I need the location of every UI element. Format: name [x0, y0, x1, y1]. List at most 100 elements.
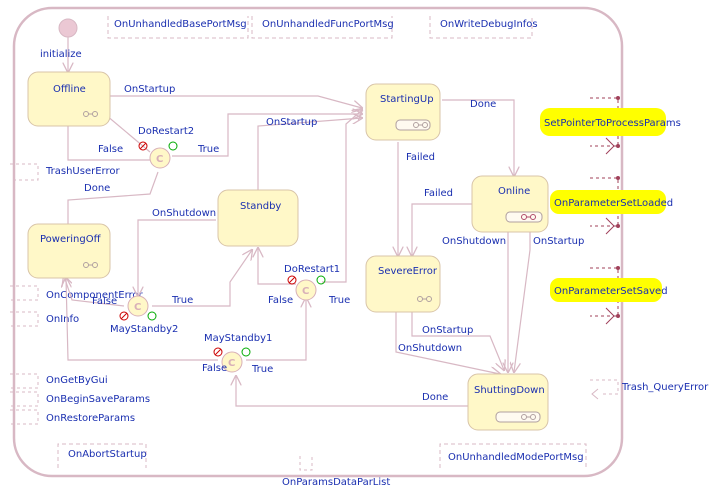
choice-dorestart2[interactable]: C DoRestart2: [138, 126, 194, 169]
initial-pseudostate[interactable]: [58, 18, 78, 38]
transition-label: False: [92, 296, 117, 307]
transition-label: Failed: [424, 188, 453, 199]
transition-ms2-true[interactable]: [152, 250, 252, 307]
choice-glyph: C: [156, 154, 163, 165]
transition-label: OnShutdown: [398, 343, 462, 354]
transition-label: OnStartup: [124, 84, 175, 95]
transition-startingup-done[interactable]: [442, 99, 514, 176]
state-severeerror[interactable]: SevereError: [365, 255, 441, 313]
transition-ms1-false[interactable]: [66, 278, 218, 361]
choice-glyph: C: [302, 286, 309, 297]
port-label: TrashUserError: [45, 166, 120, 177]
transition-label: Done: [422, 392, 448, 403]
transition-label: OnStartup: [266, 117, 317, 128]
port-label: OnRestoreParams: [46, 413, 135, 424]
transition-label: OnShutdown: [442, 236, 506, 247]
state-poweringoff[interactable]: PoweringOff: [27, 223, 111, 279]
transition-poweringoff-done[interactable]: [67, 171, 159, 224]
transition-label: Done: [84, 183, 110, 194]
port-top-2[interactable]: OnUnhandledFuncPortMsg: [251, 16, 394, 39]
port-label: OnComponentError: [46, 290, 144, 301]
false-marker-icon: [138, 141, 148, 151]
true-marker-icon: [316, 275, 326, 285]
transition-label: OnShutdown: [152, 208, 216, 219]
state-name: ShuttingDown: [474, 385, 545, 396]
state-name: StartingUp: [380, 94, 434, 105]
choice-name: MayStandby1: [204, 333, 272, 344]
transition-label: Failed: [406, 152, 435, 163]
sub-state-icon: [83, 262, 98, 268]
choice-dorestart1[interactable]: C DoRestart1: [284, 264, 340, 301]
port-bottom-2[interactable]: OnParamsDataParList: [282, 456, 390, 488]
choice-name: DoRestart1: [284, 264, 340, 275]
true-marker-icon: [168, 141, 178, 151]
port-left-6[interactable]: OnRestoreParams: [10, 409, 135, 425]
port-left-4[interactable]: OnGetByGui: [10, 373, 108, 389]
false-marker-icon: [213, 347, 223, 357]
port-left-1[interactable]: TrashUserError: [10, 163, 120, 181]
transition-shutting-done[interactable]: [236, 376, 468, 407]
port-left-3[interactable]: OnInfo: [10, 311, 79, 327]
transition-dr2-false[interactable]: [68, 114, 150, 161]
state-name: Online: [498, 186, 530, 197]
state-offline[interactable]: Offline: [27, 71, 111, 127]
component-frame: [12, 6, 624, 478]
transition-label: True: [328, 295, 350, 306]
sub-state-icon: [413, 122, 428, 128]
transition-dr2-true[interactable]: [172, 114, 362, 157]
port-top-3[interactable]: OnWriteDebugInfos: [429, 16, 538, 39]
transition-dr1-false[interactable]: [258, 248, 296, 285]
port-label: OnParameterSetSaved: [554, 286, 668, 297]
transition-online-failed[interactable]: [412, 203, 472, 256]
state-shuttingdown[interactable]: ShuttingDown: [467, 373, 549, 431]
transition-offline-startup[interactable]: [110, 95, 362, 108]
state-name: Standby: [240, 201, 281, 212]
transition-label: True: [197, 144, 219, 155]
choice-maystandby2[interactable]: C MayStandby2: [110, 295, 178, 335]
transition-online-startup[interactable]: [514, 232, 531, 372]
port-bottom-1[interactable]: OnAbortStartup: [57, 443, 147, 468]
port-left-2[interactable]: OnComponentError: [10, 285, 144, 301]
state-online[interactable]: Online: [471, 175, 549, 233]
transition-labels: OnStartup OnStartup Done Failed Failed O…: [84, 84, 584, 403]
port-label: OnInfo: [46, 314, 79, 325]
transition-label: OnStartup: [422, 325, 473, 336]
transition-label: OnStartup: [533, 236, 584, 247]
choice-glyph: C: [134, 302, 141, 313]
transition-severe-shutdown[interactable]: [395, 312, 500, 374]
port-label: OnWriteDebugInfos: [440, 19, 538, 30]
transition-label: False: [268, 295, 293, 306]
state-standby[interactable]: Standby: [217, 189, 299, 247]
transitions: [64, 36, 531, 407]
sub-state-icon: [521, 214, 536, 220]
port-label: SetPointerToProcessParams: [544, 118, 681, 129]
port-top-1[interactable]: OnUnhandledBasePortMsg: [107, 16, 249, 39]
port-right-parameter-set-loaded[interactable]: OnParameterSetLoaded: [550, 176, 673, 235]
transition-label: True: [171, 295, 193, 306]
initial-label: initialize: [40, 49, 82, 60]
state-startingup[interactable]: StartingUp: [365, 83, 441, 141]
port-left-5[interactable]: OnBeginSaveParams: [10, 391, 150, 407]
port-label: OnUnhandledModePortMsg: [448, 452, 584, 463]
choice-name: DoRestart2: [138, 126, 194, 137]
transition-ms1-true[interactable]: [246, 298, 306, 361]
transition-label: False: [98, 144, 123, 155]
false-marker-icon: [287, 275, 297, 285]
transition-severe-startup[interactable]: [411, 310, 504, 370]
transition-dr1-true[interactable]: [322, 110, 362, 283]
transition-standby-startup[interactable]: [257, 118, 362, 190]
port-label: OnGetByGui: [46, 375, 108, 386]
state-name: PoweringOff: [40, 234, 102, 245]
transition-standby-shutdown[interactable]: [138, 219, 216, 296]
port-label: OnBeginSaveParams: [46, 394, 150, 405]
true-marker-icon: [241, 347, 251, 357]
port-right-parameter-set-saved[interactable]: OnParameterSetSaved: [550, 266, 668, 325]
choice-maystandby1[interactable]: C MayStandby1: [204, 333, 272, 373]
transition-label: Done: [470, 99, 496, 110]
port-bottom-3[interactable]: OnUnhandledModePortMsg: [439, 443, 587, 468]
transition-label: True: [251, 364, 273, 375]
port-right-trash-query-error[interactable]: Trash_QueryError: [590, 379, 709, 400]
port-right-set-pointer[interactable]: SetPointerToProcessParams: [540, 96, 681, 155]
highlight-mark: [540, 108, 666, 136]
